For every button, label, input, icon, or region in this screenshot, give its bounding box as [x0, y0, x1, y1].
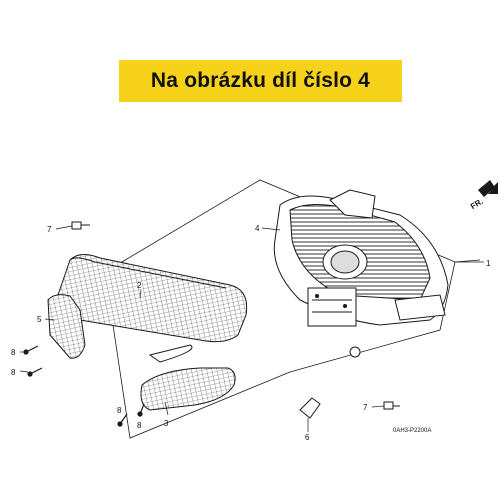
callout-1: 1 [486, 259, 491, 268]
callout-3: 3 [164, 419, 169, 428]
screw-8-b [27, 367, 43, 377]
callout-5: 5 [37, 315, 42, 324]
part-number-banner: Na obrázku díl číslo 4 [119, 60, 402, 102]
front-direction-arrow-icon: FR. [469, 180, 498, 211]
lens-housing-part-4 [273, 189, 449, 358]
callout-8-b: 8 [11, 368, 16, 377]
bracket-part-6 [299, 397, 321, 419]
callout-8-d: 8 [137, 421, 142, 430]
lens-part-2 [57, 254, 248, 363]
screw-7-right [383, 401, 400, 410]
banner-text: Na obrázku díl číslo 4 [150, 69, 371, 92]
callout-6: 6 [305, 433, 310, 442]
screw-8-c [117, 413, 128, 427]
lens-part-3 [140, 367, 236, 411]
leader-lines [19, 225, 484, 432]
callout-7-top: 7 [47, 225, 52, 234]
screw-7-top [71, 221, 90, 230]
side-reflector-part-5 [47, 294, 86, 359]
screw-8-a [23, 345, 39, 355]
callout-8-a: 8 [11, 348, 16, 357]
callout-4: 4 [255, 224, 260, 233]
callout-7-right: 7 [363, 403, 368, 412]
callout-2: 2 [137, 281, 142, 290]
front-marker-label: FR. [469, 197, 485, 211]
drawing-code: 0AH3-P2200A [393, 428, 431, 434]
callout-8-c: 8 [117, 406, 122, 415]
screw-8-d [137, 403, 145, 417]
